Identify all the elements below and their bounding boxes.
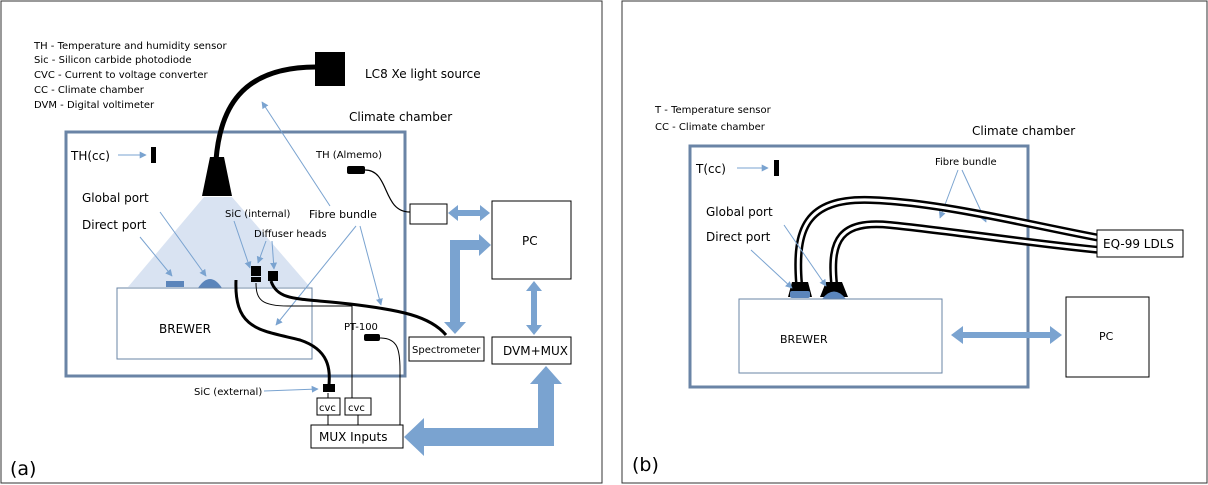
- dvm-mux-box: [491, 336, 572, 365]
- panel-b-frame: [621, 0, 1208, 484]
- climate-chamber-label: Climate chamber: [972, 124, 1075, 138]
- climate-chamber-box: [64, 130, 407, 378]
- global-port-arrow: [783, 224, 827, 287]
- legend-item: Sic - Silicon carbide photodiode: [34, 55, 192, 66]
- diffuser-head: [251, 277, 261, 282]
- diffuser-arrow-2: [270, 240, 278, 270]
- fibre-bundle-arrow-right: [359, 225, 383, 306]
- panel-b: T - Temperature sensor CC - Climate cham…: [621, 0, 1208, 484]
- fibre-bundle-label: Fibre bundle: [935, 157, 997, 168]
- pc-box: [1065, 296, 1150, 378]
- pt100-sensor: [364, 334, 380, 341]
- legend-item: TH - Temperature and humidity sensor: [33, 41, 227, 52]
- direct-port: [790, 291, 810, 298]
- panel-a-label: (a): [10, 458, 36, 480]
- spectrometer-box: [408, 336, 485, 362]
- arrow-brewer-pc: [951, 326, 1062, 344]
- direct-port-label: Direct port: [706, 230, 771, 244]
- pc-box: [491, 200, 572, 280]
- legend-item: DVM - Digital voltimeter: [34, 100, 155, 111]
- light-source-label: LC8 Xe light source: [365, 67, 481, 81]
- light-source-box: [315, 52, 345, 86]
- panel-b-label: (b): [632, 454, 659, 476]
- brewer-label: BREWER: [780, 333, 828, 346]
- sic-external-label: SiC (external): [194, 387, 262, 398]
- sic-external-cable: [234, 279, 331, 386]
- direct-port-label: Direct port: [82, 218, 147, 232]
- dvm-mux-label: DVM+MUX: [503, 344, 568, 358]
- legend-item: T - Temperature sensor: [654, 105, 772, 116]
- arrow-pc-spectrometer: [444, 234, 491, 334]
- spectrometer-fibre: [269, 280, 448, 336]
- global-port-head: [820, 282, 848, 297]
- diffuser-head: [251, 266, 261, 276]
- diffuser-head: [268, 271, 278, 281]
- climate-chamber-box: [688, 144, 1030, 389]
- panel-a: TH - Temperature and humidity sensor Sic…: [0, 0, 603, 484]
- ldls-box: [1096, 229, 1184, 258]
- global-port: [822, 291, 846, 299]
- fibre-bundle-label: Fibre bundle: [309, 208, 377, 221]
- fibre-bundle-arrow-up: [261, 101, 331, 207]
- mux-inputs-box: [310, 424, 404, 449]
- t-cc-sensor: [774, 160, 779, 176]
- diffuser-heads-label: Diffuser heads: [254, 229, 327, 240]
- mux-inputs-label: MUX Inputs: [319, 430, 388, 444]
- brewer-box: [738, 298, 943, 374]
- cvc-label: cvc: [348, 403, 365, 414]
- cvc-label: cvc: [319, 403, 336, 414]
- legend-item: CVC - Current to voltage converter: [34, 70, 208, 81]
- th-almemo-label: TH (Almemo): [315, 150, 382, 161]
- sic-internal-label: SiC (internal): [225, 209, 291, 220]
- fibre-bundle-cable-inner: [831, 222, 1101, 284]
- sic-wire: [255, 282, 353, 398]
- sic-external-sensor: [323, 384, 335, 392]
- panel-a-frame: [0, 0, 603, 484]
- light-beam: [128, 197, 310, 287]
- light-guide-cable: [213, 64, 317, 161]
- sic-external-arrow: [263, 385, 319, 393]
- th-almemo-cable: [364, 169, 411, 213]
- fibre-bundle-cable-inner: [796, 198, 1101, 284]
- arrow-dvm-mux-inputs: [404, 366, 562, 456]
- spectrometer-label: Spectrometer: [412, 345, 481, 356]
- brewer-label: BREWER: [159, 322, 211, 336]
- th-cc-label: TH(cc): [70, 149, 110, 163]
- global-port-arrow: [159, 211, 207, 277]
- almemo-box: [409, 203, 448, 225]
- global-port-label: Global port: [706, 205, 773, 219]
- ldls-label: EQ-99 LDLS: [1103, 237, 1174, 251]
- pt100-wire: [379, 337, 401, 430]
- arrow-almemo-pc: [448, 205, 490, 221]
- pc-label: PC: [522, 234, 538, 248]
- pc-label: PC: [1099, 330, 1114, 343]
- climate-chamber-label: Climate chamber: [349, 110, 452, 124]
- sic-internal-arrow: [233, 220, 252, 269]
- brewer-box: [116, 287, 313, 360]
- direct-port-arrow: [139, 236, 173, 277]
- legend-item: CC - Climate chamber: [655, 122, 766, 133]
- arrow-pc-dvm: [526, 281, 542, 335]
- global-port: [198, 279, 222, 288]
- th-cc-sensor: [151, 147, 156, 163]
- global-port-label: Global port: [82, 191, 149, 205]
- lamp-head: [202, 157, 232, 196]
- t-cc-label: T(cc): [695, 162, 726, 176]
- legend-item: CC - Climate chamber: [34, 85, 145, 96]
- pt100-label: PT-100: [344, 322, 378, 333]
- th-almemo-sensor: [347, 166, 365, 174]
- direct-port-arrow: [750, 249, 793, 289]
- fibre-bundle-arrow-lower: [275, 225, 357, 326]
- direct-port: [166, 281, 184, 287]
- diffuser-arrow-1: [256, 240, 267, 264]
